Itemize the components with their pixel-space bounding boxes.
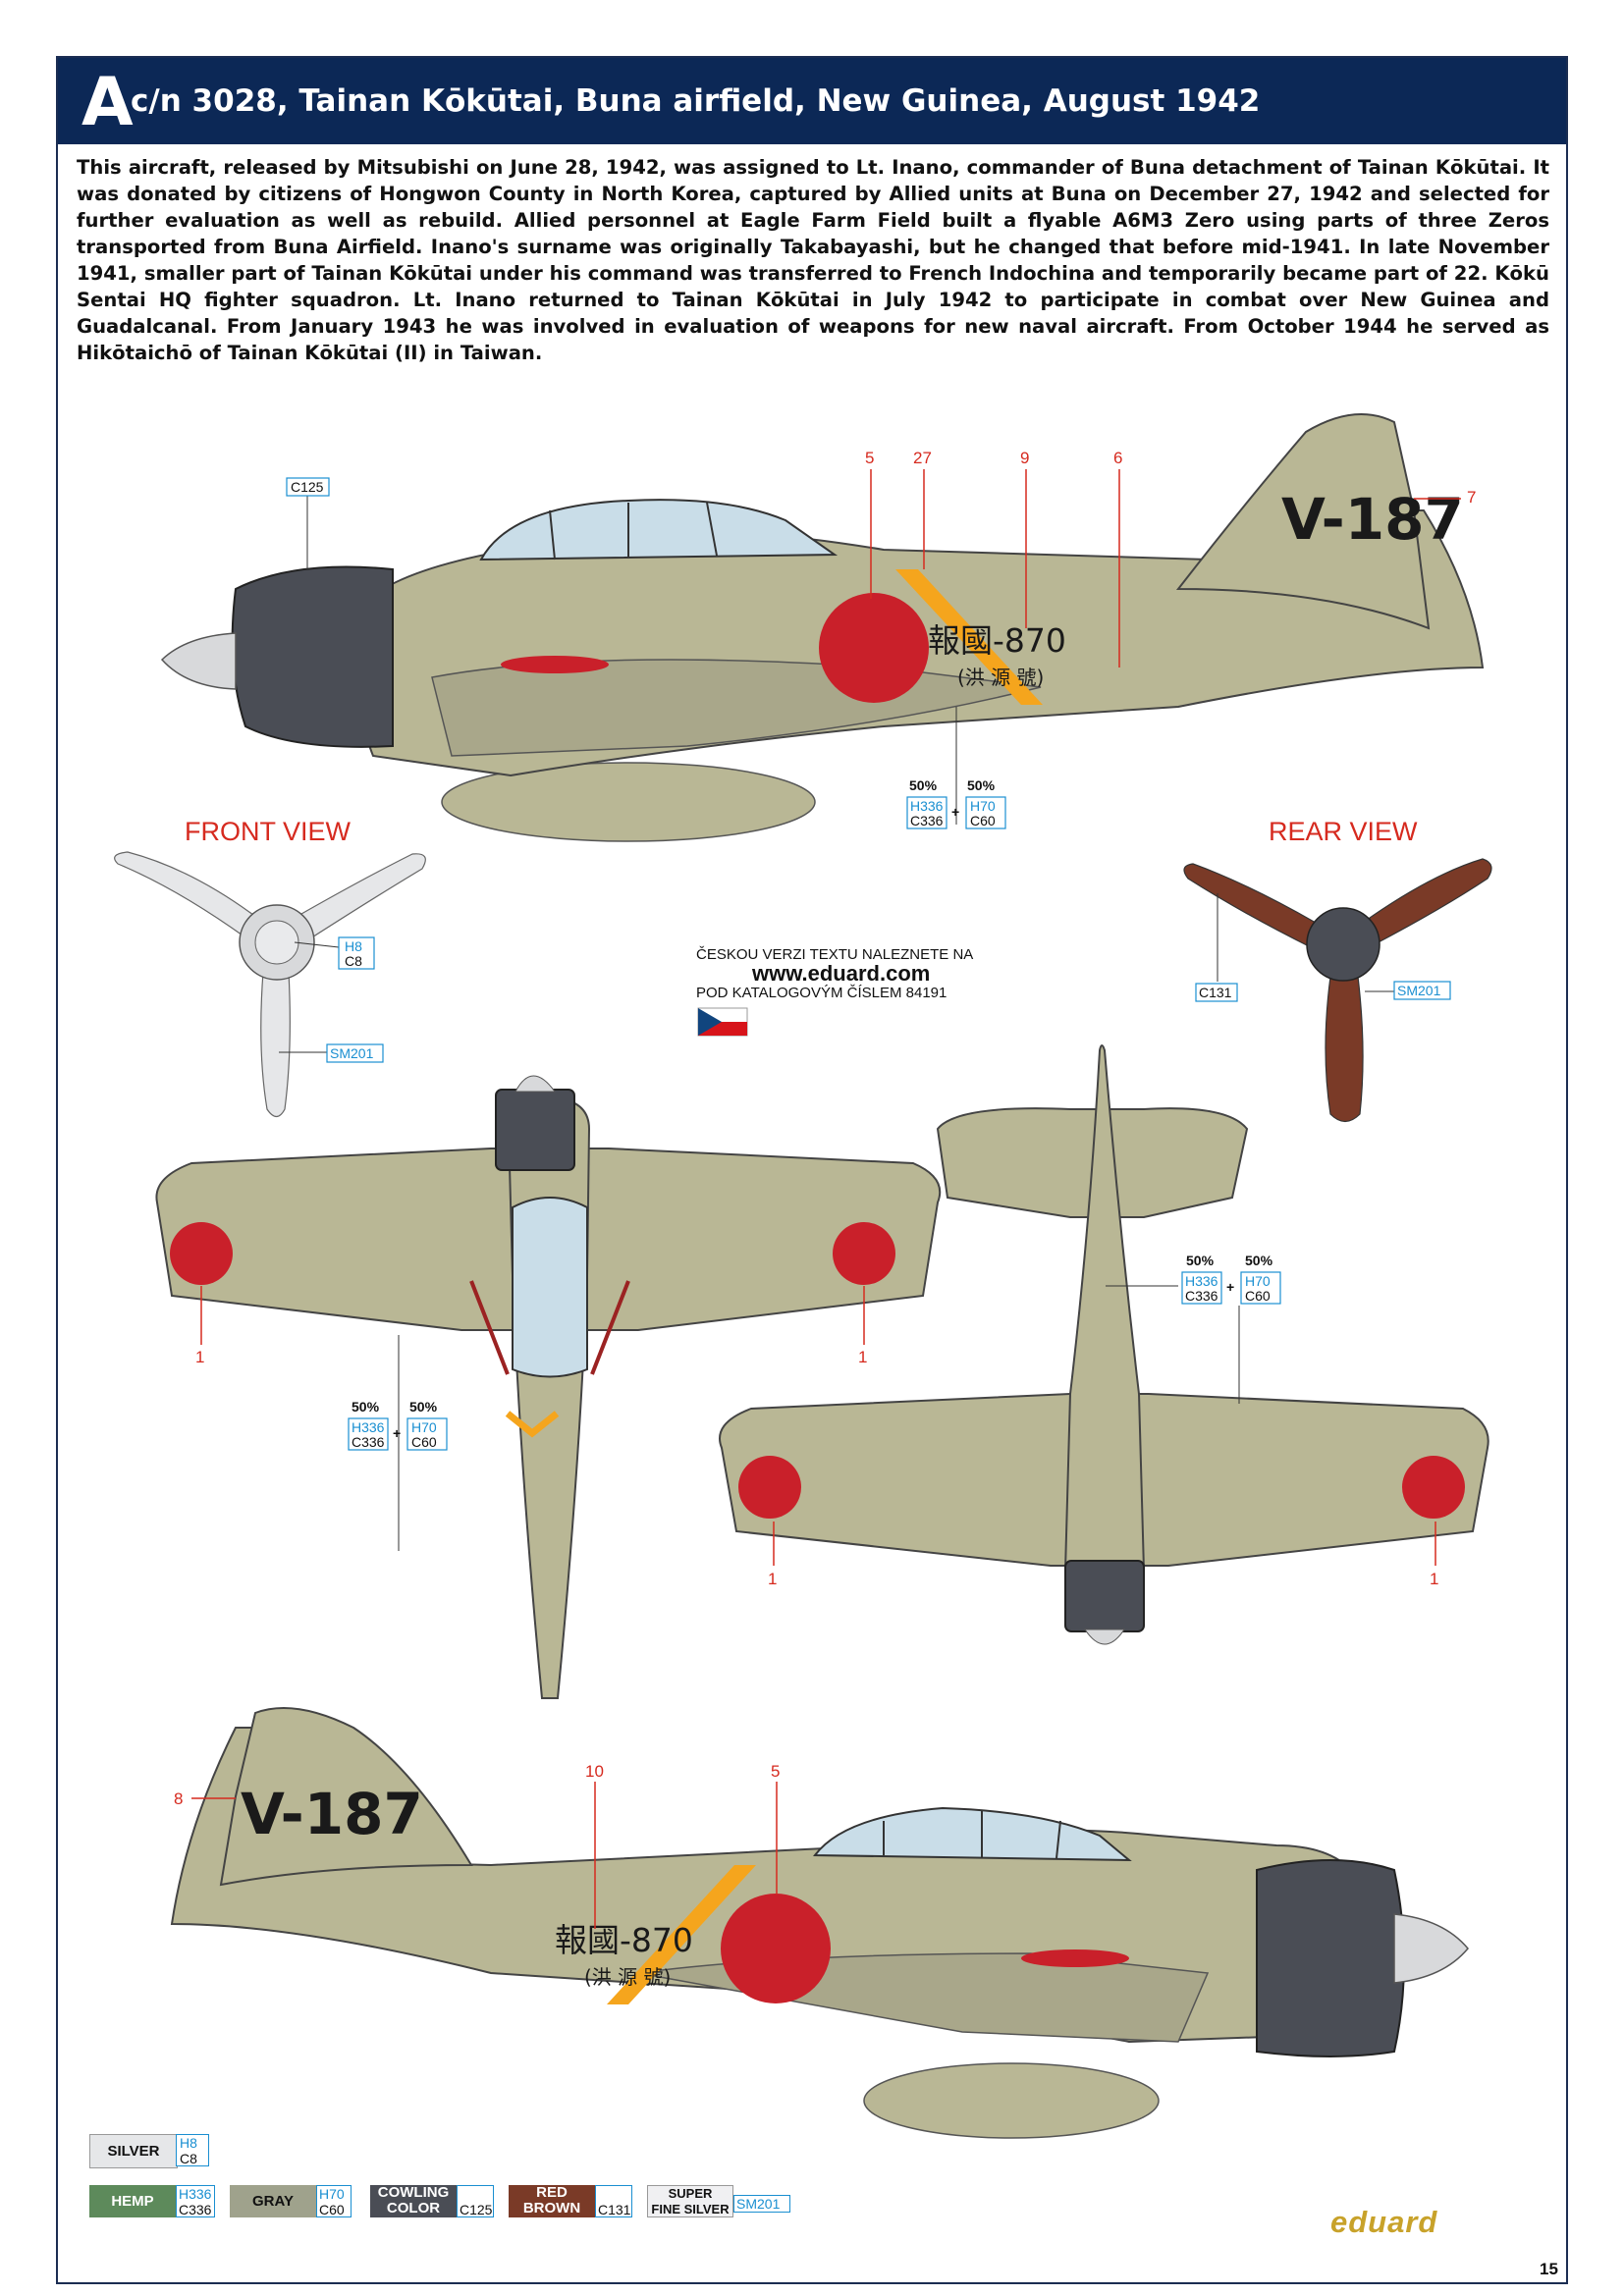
callout-1-top-right: 1	[858, 1348, 867, 1366]
rear-view: REAR VIEW C131 SM201	[1183, 817, 1492, 1123]
legend-gray-h70: H70	[319, 2186, 345, 2202]
legend-cowling-line2: COLOR	[386, 2200, 441, 2216]
czech-line1: ČESKOU VERZI TEXTU NALEZNETE NA	[696, 946, 973, 963]
profile-letter: A	[81, 64, 134, 141]
legend-gray-codes: H70 C60	[316, 2185, 352, 2217]
legend-silver-c8: C8	[180, 2151, 197, 2166]
rear-blade-c131: C131	[1199, 985, 1232, 1000]
callout-1-bottom-right: 1	[1430, 1570, 1438, 1588]
mix-left-pct-b: 50%	[352, 1399, 380, 1415]
legend-silver-name: SILVER	[107, 2143, 160, 2160]
front-blade-sm201: SM201	[330, 1045, 374, 1061]
legend-hemp-h336: H336	[179, 2186, 212, 2202]
legend-red-brown-line2: BROWN	[522, 2200, 581, 2216]
callout-9: 9	[1020, 449, 1029, 467]
front-view: FRONT VIEW H8 C8 SM201	[114, 817, 426, 1118]
mix-left-pct-a: 50%	[909, 777, 938, 793]
legend-hemp: HEMP	[89, 2185, 176, 2217]
czech-line3: POD KATALOGOVÝM ČÍSLEM 84191	[696, 985, 947, 1001]
front-view-label: FRONT VIEW	[185, 817, 352, 846]
czech-url: www.eduard.com	[751, 961, 930, 986]
legend-gray: GRAY	[230, 2185, 316, 2217]
mix-c60-c: C60	[1245, 1288, 1271, 1304]
rear-view-label: REAR VIEW	[1269, 817, 1418, 846]
legend-cowling-codes: C125	[457, 2185, 494, 2217]
mix-plus-c: +	[1226, 1279, 1234, 1295]
legend-hemp-name: HEMP	[111, 2193, 154, 2210]
legend-super-silver-line2: FINE SILVER	[651, 2202, 730, 2216]
callout-7: 7	[1467, 488, 1476, 507]
top-view: 1 1 50% 50% H336 C336 H70 C60 +	[155, 1075, 942, 1699]
mix-plus-a: +	[951, 804, 959, 820]
tail-code-left: V-187	[1281, 486, 1464, 553]
legend-super-silver-sm201: SM201	[736, 2196, 781, 2212]
eduard-logo: eduard	[1330, 2205, 1438, 2239]
legend-cowling-c125: C125	[460, 2202, 493, 2217]
legend-silver: SILVER	[89, 2134, 178, 2168]
legend-silver-codes: H8 C8	[176, 2134, 209, 2166]
legend-super-silver-line1: SUPER	[668, 2186, 713, 2201]
legend-red-brown-c131: C131	[598, 2202, 631, 2217]
callout-5-left: 5	[865, 449, 874, 467]
mix-c336-c: C336	[1185, 1288, 1218, 1304]
mix-h336-b: H336	[352, 1419, 385, 1435]
mix-c60-a: C60	[970, 813, 996, 828]
rear-hub-sm201: SM201	[1397, 983, 1441, 998]
legend-super-silver: SUPER FINE SILVER	[647, 2185, 733, 2217]
profile-header: A c/n 3028, Tainan Kōkūtai, Buna airfiel…	[58, 58, 1566, 144]
mix-h70-c: H70	[1245, 1273, 1271, 1289]
mix-left-pct-c: 50%	[1186, 1253, 1215, 1268]
callout-10: 10	[585, 1762, 604, 1781]
legend-red-brown-codes: C131	[595, 2185, 632, 2217]
legend-cowling-line1: COWLING	[377, 2184, 450, 2201]
page-number: 15	[1540, 2260, 1558, 2278]
profile-title: c/n 3028, Tainan Kōkūtai, Buna airfield,…	[131, 83, 1261, 119]
legend-hemp-codes: H336 C336	[176, 2185, 215, 2217]
callout-1-bottom-left: 1	[768, 1570, 777, 1588]
legend-red-brown-line1: RED	[536, 2184, 568, 2201]
mix-plus-b: +	[393, 1425, 401, 1441]
front-hub-c8: C8	[345, 953, 362, 969]
right-side-profile: V-187 報國-870 (洪 源 號) 8 10 5	[170, 1707, 1469, 2139]
mix-c336-b: C336	[352, 1434, 385, 1450]
left-side-profile: V-187 報國-870 (洪 源 號) 5 27 9 6 7 C125 50%…	[160, 413, 1485, 842]
mix-c336-a: C336	[910, 813, 944, 828]
mix-c60-b: C60	[411, 1434, 437, 1450]
mix-h70-b: H70	[411, 1419, 437, 1435]
front-hub-h8: H8	[345, 938, 362, 954]
fuselage-text-left: 報國-870	[928, 621, 1066, 660]
aircraft-description: This aircraft, released by Mitsubishi on…	[77, 156, 1549, 364]
callout-6: 6	[1113, 449, 1122, 467]
legend-silver-h8: H8	[180, 2135, 197, 2151]
legend-gray-name: GRAY	[252, 2193, 294, 2210]
fuselage-subtext-right: (洪 源 號)	[584, 1965, 671, 1989]
mix-h336-a: H336	[910, 798, 944, 814]
czech-note: ČESKOU VERZI TEXTU NALEZNETE NA www.edua…	[696, 946, 973, 1037]
callout-27: 27	[913, 449, 932, 467]
legend-super-silver-codes: SM201	[733, 2195, 790, 2213]
page-frame	[56, 56, 1568, 2284]
callout-5-right: 5	[771, 1762, 780, 1781]
legend-gray-c60: C60	[319, 2202, 345, 2217]
fuselage-subtext-left: (洪 源 號)	[957, 666, 1044, 689]
callout-8: 8	[174, 1789, 183, 1808]
legend-red-brown: RED BROWN	[509, 2185, 595, 2217]
tail-code-right: V-187	[241, 1781, 423, 1847]
bottom-view: 1 1 50% 50% H336 C336 H70 C60 +	[719, 1044, 1489, 1645]
mix-h70-a: H70	[970, 798, 996, 814]
mix-right-pct-a: 50%	[967, 777, 996, 793]
mix-h336-c: H336	[1185, 1273, 1218, 1289]
mix-right-pct-b: 50%	[409, 1399, 438, 1415]
callout-1-top-left: 1	[195, 1348, 204, 1366]
fuselage-text-right: 報國-870	[555, 1921, 693, 1959]
cowling-code: C125	[291, 479, 324, 495]
mix-right-pct-c: 50%	[1245, 1253, 1273, 1268]
legend-hemp-c336: C336	[179, 2202, 212, 2217]
legend-cowling: COWLING COLOR	[370, 2185, 457, 2217]
